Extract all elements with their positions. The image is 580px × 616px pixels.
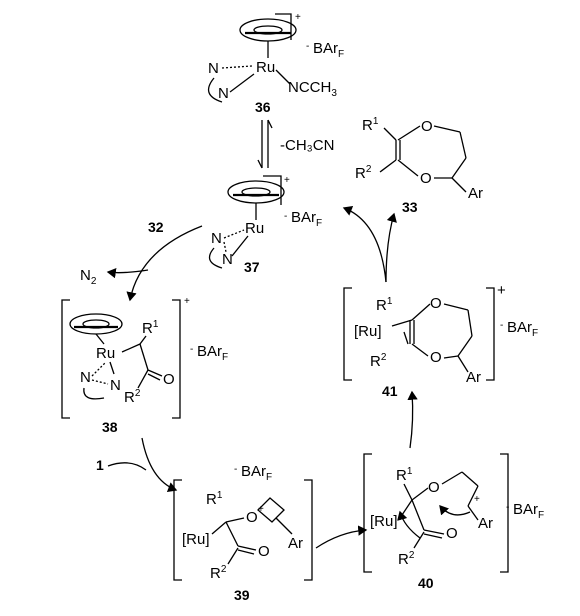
arrow-38-to-39: 1 bbox=[96, 437, 178, 493]
diazo-addition: 32 N2 bbox=[80, 219, 203, 302]
svg-text:O: O bbox=[428, 479, 440, 496]
svg-text:Ar: Ar bbox=[288, 535, 303, 552]
svg-text:N: N bbox=[222, 251, 233, 268]
svg-text:O: O bbox=[446, 525, 458, 542]
counterion-40: BArF bbox=[513, 501, 544, 521]
equilibrium-arrows: -CH₃CN bbox=[257, 119, 334, 169]
svg-text:N: N bbox=[218, 85, 229, 102]
label-33: 33 bbox=[402, 199, 418, 215]
label-32: 32 bbox=[148, 219, 164, 235]
svg-text:[Ru]: [Ru] bbox=[182, 531, 210, 548]
svg-text:-: - bbox=[500, 320, 503, 331]
svg-text:O: O bbox=[246, 509, 258, 526]
svg-text:R1: R1 bbox=[206, 490, 223, 508]
svg-text:-: - bbox=[234, 464, 237, 475]
compound-39: - BArF R1 [Ru] O + Ar O R2 39 bbox=[173, 463, 313, 603]
counterion-38: BArF bbox=[197, 343, 228, 363]
svg-text:+: + bbox=[258, 504, 264, 515]
svg-text:[Ru]: [Ru] bbox=[370, 513, 398, 530]
svg-text:N: N bbox=[211, 230, 222, 247]
compound-36: + - BArF Ru N N NCCH3 36 bbox=[207, 12, 344, 115]
arrow-40-to-41 bbox=[407, 390, 418, 449]
label-37: 37 bbox=[244, 259, 260, 275]
svg-text:O: O bbox=[430, 295, 442, 312]
compound-38: + - BArF Ru R1 O R2 N N 38 bbox=[61, 296, 228, 435]
svg-text:-: - bbox=[506, 502, 509, 513]
svg-text:Ru: Ru bbox=[96, 345, 115, 362]
label-1: 1 bbox=[96, 457, 104, 473]
cp-ring-36 bbox=[239, 18, 297, 42]
ncch3-36: NCCH3 bbox=[288, 79, 337, 99]
cycle-arrows-top bbox=[342, 205, 397, 283]
svg-text:R2: R2 bbox=[210, 564, 227, 582]
counterion-41: BArF bbox=[507, 319, 538, 339]
compound-33: R1 R2 O O Ar 33 bbox=[355, 116, 483, 215]
label-39: 39 bbox=[234, 587, 250, 603]
label-40: 40 bbox=[418, 575, 434, 591]
charge-plus-36: + bbox=[295, 12, 301, 23]
loss-acetonitrile: -CH₃CN bbox=[280, 137, 334, 154]
svg-text:O: O bbox=[163, 371, 175, 388]
svg-text:Ru: Ru bbox=[256, 59, 275, 76]
label-41: 41 bbox=[382, 383, 398, 399]
svg-text:R1: R1 bbox=[142, 319, 159, 337]
svg-text:R2: R2 bbox=[398, 550, 415, 568]
label-38: 38 bbox=[102, 419, 118, 435]
svg-text:+: + bbox=[474, 494, 480, 505]
svg-text:O: O bbox=[420, 170, 432, 187]
dinitrogen: N2 bbox=[80, 267, 97, 287]
counterion-37: BArF bbox=[291, 209, 322, 229]
svg-text:Ar: Ar bbox=[466, 369, 481, 386]
svg-text:Ar: Ar bbox=[468, 185, 483, 202]
svg-text:O: O bbox=[430, 349, 442, 366]
svg-text:+: + bbox=[284, 175, 290, 186]
svg-text:R2: R2 bbox=[124, 388, 141, 406]
compound-41: + - BArF R1 [Ru] R2 O O Ar 41 bbox=[343, 282, 538, 399]
counterion-39: BArF bbox=[241, 463, 272, 483]
svg-text:+: + bbox=[184, 296, 190, 307]
svg-text:N: N bbox=[110, 377, 121, 394]
svg-text:R1: R1 bbox=[376, 296, 393, 314]
svg-text:R1: R1 bbox=[396, 466, 413, 484]
svg-text:R2: R2 bbox=[370, 352, 387, 370]
svg-text:Ar: Ar bbox=[478, 515, 493, 532]
svg-text:+: + bbox=[497, 282, 506, 299]
compound-40: - BArF R1 [Ru] O + Ar O R2 40 bbox=[363, 453, 544, 591]
svg-text:-: - bbox=[284, 211, 287, 222]
svg-text:O: O bbox=[421, 118, 433, 135]
label-36: 36 bbox=[255, 99, 271, 115]
arrow-39-to-40 bbox=[315, 525, 368, 549]
svg-text:[Ru]: [Ru] bbox=[354, 323, 382, 340]
svg-text:N: N bbox=[80, 369, 91, 386]
svg-text:O: O bbox=[258, 543, 270, 560]
svg-text:Ru: Ru bbox=[245, 220, 264, 237]
svg-text:R2: R2 bbox=[355, 164, 372, 182]
svg-text:R1: R1 bbox=[362, 116, 379, 134]
counterion-36: BArF bbox=[313, 40, 344, 60]
compound-37: + - BArF Ru N N 37 bbox=[208, 175, 322, 275]
svg-text:-: - bbox=[190, 344, 193, 355]
svg-text:N: N bbox=[208, 60, 219, 77]
svg-text:-: - bbox=[306, 41, 309, 52]
